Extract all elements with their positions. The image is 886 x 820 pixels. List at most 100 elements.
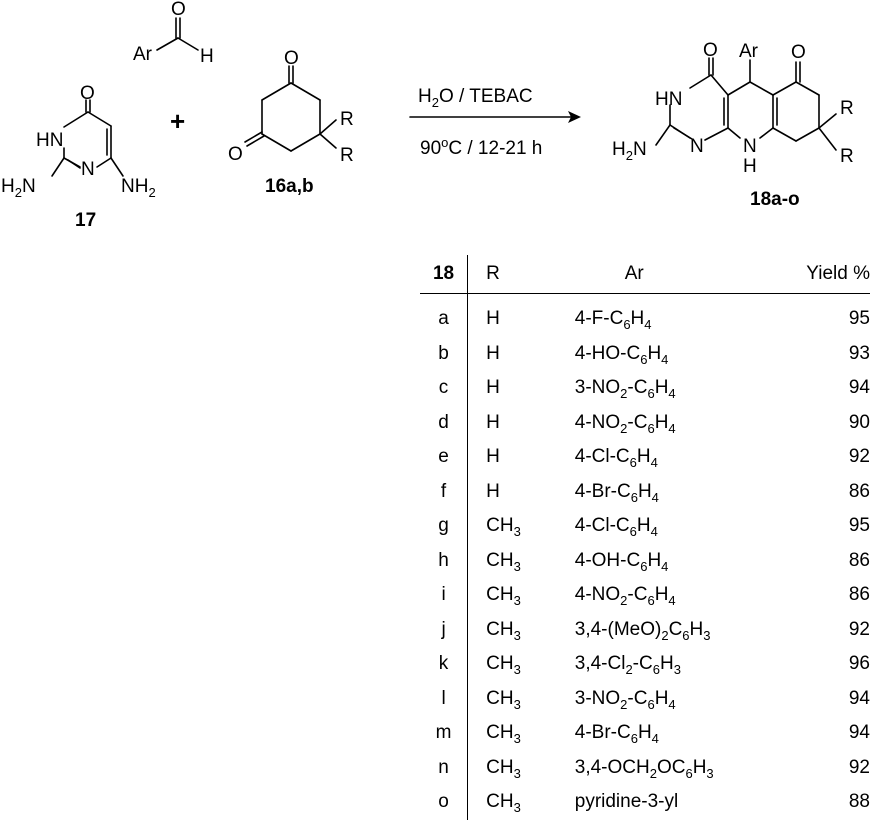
- plus-sign: +: [170, 106, 185, 136]
- cell-compound-id: g: [420, 509, 469, 544]
- cell-yield: 96: [848, 653, 870, 675]
- product-o-left: O: [703, 40, 718, 61]
- cell-compound-id: c: [420, 371, 469, 406]
- cell-yield: 92: [848, 446, 870, 468]
- cell-compound-id: k: [420, 647, 469, 682]
- product-r-upper: R: [840, 98, 854, 119]
- cell-aryl: pyridine-3-yl: [574, 791, 679, 813]
- cell-aryl: 3-NO2-C6H4: [574, 377, 676, 402]
- dione-o-left: O: [228, 144, 243, 165]
- pyrimidine-n: N: [81, 159, 95, 180]
- aldehyde-h: H: [200, 46, 214, 67]
- cell-aryl: 3,4-Cl2-C6H3: [574, 653, 681, 678]
- cell-r-group: CH3: [486, 756, 521, 781]
- cell-r-group: H: [486, 480, 500, 502]
- cell-r-group: CH3: [486, 584, 521, 609]
- cell-aryl: 4-Cl-C6H4: [574, 446, 658, 471]
- pyrimidine-o: O: [80, 83, 95, 104]
- pyrimidine-bonds: [51, 99, 124, 177]
- cell-compound-id: n: [420, 750, 469, 785]
- cell-compound-id: b: [420, 336, 469, 371]
- cell-compound-id: h: [420, 543, 469, 578]
- product-n-pyrimidine: N: [690, 136, 704, 157]
- compound-label-16: 16a,b: [265, 176, 314, 197]
- cell-r-group: H: [486, 308, 500, 330]
- header-ar: Ar: [624, 263, 644, 284]
- cell-compound-id: a: [420, 293, 469, 337]
- cell-yield: 94: [848, 722, 870, 744]
- product-r-lower: R: [840, 146, 854, 167]
- cell-yield: 94: [848, 687, 870, 709]
- cell-yield: 95: [848, 308, 870, 330]
- cell-yield: 86: [848, 549, 870, 571]
- cell-aryl: 3-NO2-C6H4: [574, 687, 676, 712]
- cell-compound-id: l: [420, 681, 469, 716]
- cell-r-group: CH3: [486, 515, 521, 540]
- cell-aryl: 4-NO2-C6H4: [574, 411, 676, 436]
- cell-r-group: H: [486, 342, 500, 364]
- aldehyde-ar: Ar: [133, 44, 153, 65]
- cell-r-group: CH3: [486, 722, 521, 747]
- cell-aryl: 3,4-(MeO)2C6H3: [574, 618, 711, 643]
- cell-yield: 86: [848, 480, 870, 502]
- pyrimidine-nh2: NH2: [121, 176, 156, 200]
- table-row: l CH3 3-NO2-C6H4 94: [420, 681, 870, 716]
- cell-compound-id: d: [420, 405, 469, 440]
- arrow-head: [568, 111, 581, 123]
- aldehyde-o: O: [171, 0, 186, 20]
- cell-r-group: H: [486, 377, 500, 399]
- cell-yield: 86: [848, 584, 870, 606]
- table-row: n CH3 3,4-OCH2OC6H3 92: [420, 750, 870, 785]
- table-header-row: 18 R Ar Yield %: [420, 255, 870, 294]
- cell-aryl: 4-HO-C6H4: [574, 342, 669, 367]
- header-compound: 18: [420, 255, 469, 294]
- dione-bonds: [244, 65, 337, 152]
- compound-label-18: 18a-o: [750, 189, 800, 210]
- aldehyde-bonds: [156, 17, 199, 51]
- dione-o-top: O: [284, 48, 299, 69]
- product-nh-h: H: [743, 156, 757, 177]
- conditions-above: H2O / TEBAC: [418, 86, 533, 110]
- cell-r-group: H: [486, 446, 500, 468]
- compound-label-17: 17: [75, 210, 96, 231]
- cell-yield: 92: [848, 756, 870, 778]
- conditions-below: 90oC / 12-21 h: [420, 135, 542, 159]
- cell-aryl: 4-Br-C6H4: [574, 480, 659, 505]
- cell-compound-id: f: [420, 474, 469, 509]
- cell-r-group: CH3: [486, 687, 521, 712]
- product-bonds: [655, 57, 837, 151]
- dione-r-lower: R: [340, 145, 354, 166]
- product-h2n: H2N: [612, 139, 647, 163]
- pyrimidine-hn: HN: [36, 130, 63, 151]
- cell-compound-id: e: [420, 440, 469, 475]
- cell-yield: 92: [848, 618, 870, 640]
- cell-r-group: H: [486, 411, 500, 433]
- cell-r-group: CH3: [486, 791, 521, 816]
- cell-aryl: 4-OH-C6H4: [574, 549, 669, 574]
- header-r: R: [486, 263, 500, 284]
- cell-yield: 93: [848, 342, 870, 364]
- cell-aryl: 3,4-OCH2OC6H3: [574, 756, 714, 781]
- cell-compound-id: m: [420, 716, 469, 751]
- cell-compound-id: o: [420, 785, 469, 820]
- cell-yield: 94: [848, 377, 870, 399]
- cell-compound-id: j: [420, 612, 469, 647]
- pyrimidine-h2n: H2N: [1, 176, 36, 200]
- header-yield: Yield %: [806, 263, 870, 284]
